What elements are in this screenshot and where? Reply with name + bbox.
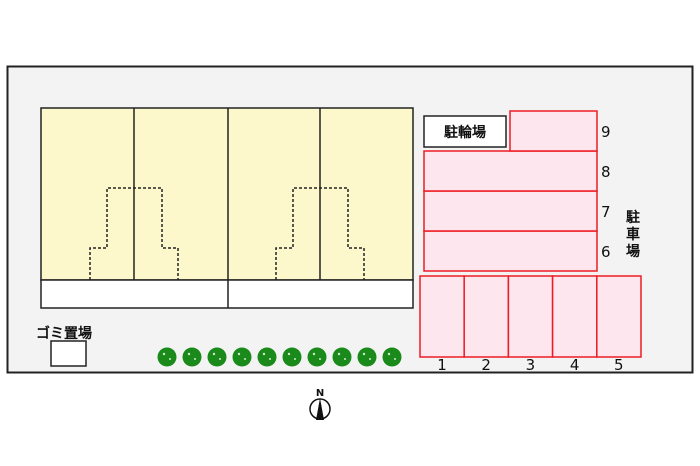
stair-outline xyxy=(89,187,179,280)
tree-highlight xyxy=(287,352,291,356)
tree-highlight xyxy=(394,358,396,360)
parking-slot-number: 6 xyxy=(601,243,611,261)
bicycle-parking-box xyxy=(423,115,507,148)
tree-icon xyxy=(332,347,352,367)
tree-icon xyxy=(282,347,302,367)
tree-highlight xyxy=(337,352,341,356)
tree-icon xyxy=(157,347,177,367)
tree-icon xyxy=(307,347,327,367)
tree-highlight xyxy=(169,358,171,360)
parking-slot xyxy=(423,150,598,192)
parking-slot xyxy=(463,275,510,358)
tree-highlight xyxy=(312,352,316,356)
tree-highlight xyxy=(344,358,346,360)
bicycle-parking-label: 駐輪場 xyxy=(444,124,486,141)
tree-highlight xyxy=(219,358,221,360)
garbage-area: ゴミ置場 xyxy=(36,325,92,367)
bicycle-parking: 駐輪場 xyxy=(423,115,507,148)
parking-slot-number: 9 xyxy=(601,123,611,141)
building-balcony xyxy=(40,279,414,309)
tree-highlight xyxy=(212,352,216,356)
tree-highlight xyxy=(187,352,191,356)
tree-highlight xyxy=(269,358,271,360)
tree-icon xyxy=(382,347,402,367)
tree-highlight xyxy=(362,352,366,356)
tree-highlight xyxy=(262,352,266,356)
tree-highlight xyxy=(387,352,391,356)
tree-icon xyxy=(207,347,227,367)
parking-slot-number: 4 xyxy=(570,356,580,374)
parking-slot xyxy=(596,275,642,358)
parking-slot-number: 7 xyxy=(601,203,611,221)
tree-highlight xyxy=(319,358,321,360)
north-label: N xyxy=(316,388,324,399)
parking-slot xyxy=(419,275,465,358)
parking-slot xyxy=(423,190,598,232)
tree-row xyxy=(157,347,402,367)
tree-highlight xyxy=(162,352,166,356)
garbage-box xyxy=(50,340,87,367)
parking-label-char: 駐 xyxy=(626,209,640,226)
parking-slot xyxy=(507,275,554,358)
north-arrow-icon xyxy=(316,398,324,420)
tree-icon xyxy=(357,347,377,367)
tree-icon xyxy=(232,347,252,367)
tree-icon xyxy=(182,347,202,367)
parking-label-char: 場 xyxy=(626,243,640,260)
parking-lot: 1 2 3 4 5 6 7 8 9 xyxy=(419,110,642,374)
parking-slot-number: 2 xyxy=(481,356,491,374)
parking-slot xyxy=(551,275,598,358)
tree-highlight xyxy=(194,358,196,360)
tree-highlight xyxy=(237,352,241,356)
parking-slot-number: 1 xyxy=(437,356,447,374)
parking-slot-number: 8 xyxy=(601,163,611,181)
parking-slot xyxy=(509,110,598,152)
parking-slot xyxy=(423,230,598,272)
parking-slot-number: 3 xyxy=(526,356,536,374)
garbage-label: ゴミ置場 xyxy=(36,325,92,342)
compass: N xyxy=(309,388,331,420)
stair-outline xyxy=(275,187,365,280)
building xyxy=(40,107,414,309)
tree-icon xyxy=(257,347,277,367)
tree-highlight xyxy=(244,358,246,360)
tree-highlight xyxy=(369,358,371,360)
building-units xyxy=(40,107,414,281)
parking-slot-number: 5 xyxy=(614,356,624,374)
parking-label: 駐 車 場 xyxy=(626,209,640,260)
parking-label-char: 車 xyxy=(626,226,640,243)
tree-highlight xyxy=(294,358,296,360)
